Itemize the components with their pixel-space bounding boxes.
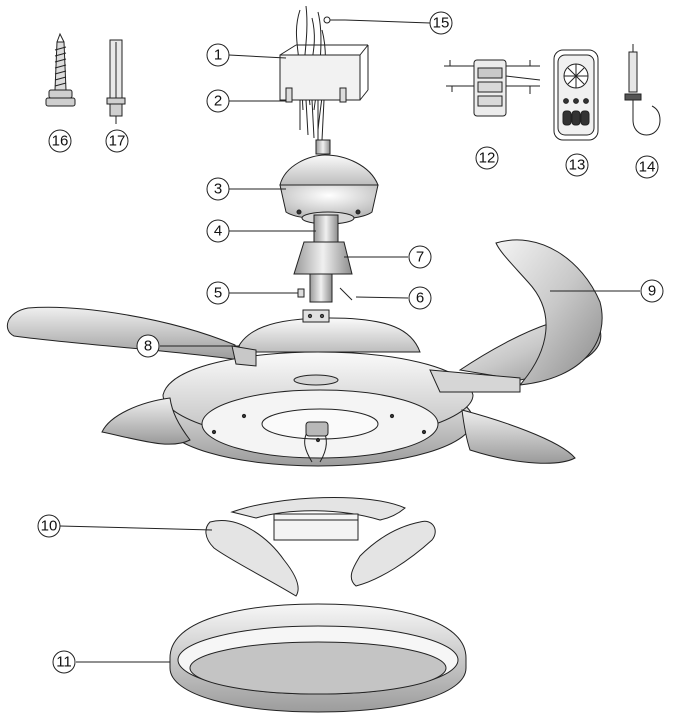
callout-10: 10	[37, 514, 61, 538]
callout-11-label: 11	[56, 654, 72, 671]
wall-anchor	[106, 39, 126, 124]
callout-12: 12	[475, 146, 499, 170]
callout-12-label: 12	[479, 150, 496, 167]
blade-back-left	[6, 306, 241, 361]
wood-screw	[45, 32, 76, 107]
callout-14-label: 14	[639, 159, 656, 176]
callout-5: 5	[206, 281, 230, 305]
remote-control	[553, 49, 599, 141]
callout-3-label: 3	[214, 181, 222, 198]
callout-3: 3	[206, 177, 230, 201]
callout-7: 7	[408, 245, 432, 269]
callout-8-label: 8	[144, 338, 152, 355]
callout-2: 2	[206, 89, 230, 113]
callout-9: 9	[640, 279, 664, 303]
blade-mount	[231, 345, 521, 393]
callout-4: 4	[206, 219, 230, 243]
callout-14: 14	[635, 155, 659, 179]
callout-2-label: 2	[214, 93, 222, 110]
callout-11: 11	[52, 650, 76, 674]
leader-lines	[59, 19, 640, 663]
callout-16: 16	[48, 129, 72, 153]
safety-pin-part	[323, 16, 345, 24]
ceiling-hook	[624, 44, 661, 136]
led-module	[205, 497, 436, 597]
callout-6-label: 6	[416, 290, 424, 307]
callout-9-label: 9	[648, 283, 656, 300]
callout-17-label: 17	[109, 133, 126, 150]
receiver-unit	[444, 59, 541, 117]
fan-body	[162, 351, 474, 467]
callout-17: 17	[105, 129, 129, 153]
motor-housing	[235, 309, 421, 353]
callout-13: 13	[565, 153, 589, 177]
callout-6: 6	[408, 286, 432, 310]
mounting-bracket	[279, 44, 369, 141]
blade-front-right	[461, 409, 576, 464]
callout-1: 1	[206, 43, 230, 67]
hanger-pin	[276, 288, 305, 298]
callout-5-label: 5	[214, 285, 222, 302]
light-cover	[169, 603, 467, 713]
cotter-clip	[339, 287, 353, 301]
callout-15: 15	[429, 11, 453, 35]
blade-front-left	[101, 397, 191, 445]
canopy	[279, 139, 379, 225]
blade-back-right	[458, 239, 603, 386]
callout-1-label: 1	[214, 47, 222, 64]
coupling-cover	[293, 241, 353, 275]
callout-15-label: 15	[433, 15, 450, 32]
callout-8: 8	[136, 334, 160, 358]
callout-13-label: 13	[569, 157, 586, 174]
callout-10-label: 10	[41, 518, 58, 535]
callout-16-label: 16	[52, 133, 69, 150]
callout-7-label: 7	[416, 249, 424, 266]
callout-4-label: 4	[214, 223, 222, 240]
